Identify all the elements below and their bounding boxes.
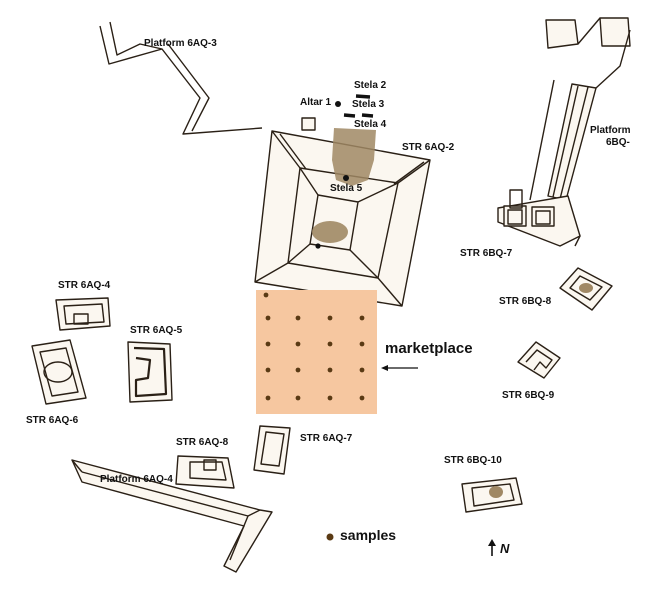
- marketplace-area: [256, 290, 377, 414]
- sample-dot: [265, 341, 271, 347]
- label-platform-6bq-line2: 6BQ-: [606, 137, 630, 148]
- sample-dot: [327, 315, 333, 321]
- sample-dot: [327, 395, 333, 401]
- str-6aq5-building: [127, 341, 173, 403]
- legend-samples-label: samples: [340, 527, 397, 543]
- marketplace-arrow: [381, 365, 418, 371]
- label-str-6aq2: STR 6AQ-2: [402, 142, 455, 153]
- north-arrow: [488, 539, 496, 556]
- platform-6bq-structure: [497, 17, 631, 247]
- sample-dot: [295, 315, 301, 321]
- stairway-marker: [315, 243, 321, 249]
- str-6aq2-pyramid: [254, 130, 431, 307]
- sample-dot: [263, 292, 269, 298]
- platform-6aq4-wall: [71, 459, 273, 573]
- str-6aq7-building: [253, 425, 291, 475]
- marketplace-sample-grid: [263, 292, 365, 401]
- label-stela-2: Stela 2: [354, 80, 387, 91]
- sample-dot: [295, 395, 301, 401]
- label-str-6bq10: STR 6BQ-10: [444, 455, 502, 466]
- sample-dot: [295, 341, 301, 347]
- label-stela-4: Stela 4: [354, 119, 387, 130]
- str-6bq9-building: [517, 341, 561, 379]
- str-6aq8-building: [175, 455, 235, 489]
- str-6bq8-building: [559, 267, 613, 311]
- altar-square: [301, 117, 316, 131]
- label-str-6bq8: STR 6BQ-8: [499, 296, 552, 307]
- stela-5-marker: [343, 175, 349, 181]
- platform-6aq3-wall: [99, 21, 263, 135]
- sample-dot: [265, 395, 271, 401]
- str-6aq4-building: [55, 297, 111, 331]
- label-str-6aq5: STR 6AQ-5: [130, 325, 183, 336]
- sample-dot: [327, 367, 333, 373]
- stela-markers: [343, 94, 374, 118]
- label-platform-6aq3: Platform 6AQ-3: [144, 38, 217, 49]
- str-6aq6-building: [31, 339, 87, 405]
- sample-dot: [359, 395, 365, 401]
- str-6bq10-building: [461, 477, 523, 513]
- label-platform-6bq-line1: Platform: [590, 125, 631, 136]
- label-stela-5: Stela 5: [330, 183, 363, 194]
- sample-dot: [327, 341, 333, 347]
- label-str-6bq9: STR 6BQ-9: [502, 390, 555, 401]
- label-str-6aq8: STR 6AQ-8: [176, 437, 229, 448]
- label-str-6aq7: STR 6AQ-7: [300, 433, 353, 444]
- label-str-6aq4: STR 6AQ-4: [58, 280, 111, 291]
- sample-dot: [265, 315, 271, 321]
- sample-dot: [295, 367, 301, 373]
- stela-stone-patches: [312, 128, 376, 243]
- label-str-6bq7: STR 6BQ-7: [460, 248, 513, 259]
- sample-dot: [265, 367, 271, 373]
- north-label: N: [500, 541, 510, 556]
- label-marketplace: marketplace: [385, 340, 473, 357]
- label-str-6aq6: STR 6AQ-6: [26, 415, 79, 426]
- legend-sample-dot: [326, 533, 334, 541]
- label-altar-1: Altar 1: [300, 97, 332, 108]
- sample-dot: [359, 367, 365, 373]
- label-platform-6aq4: Platform 6AQ-4: [100, 474, 173, 485]
- altar-1-marker: [335, 101, 341, 107]
- sample-dot: [359, 315, 365, 321]
- sample-dot: [359, 341, 365, 347]
- label-stela-3: Stela 3: [352, 99, 385, 110]
